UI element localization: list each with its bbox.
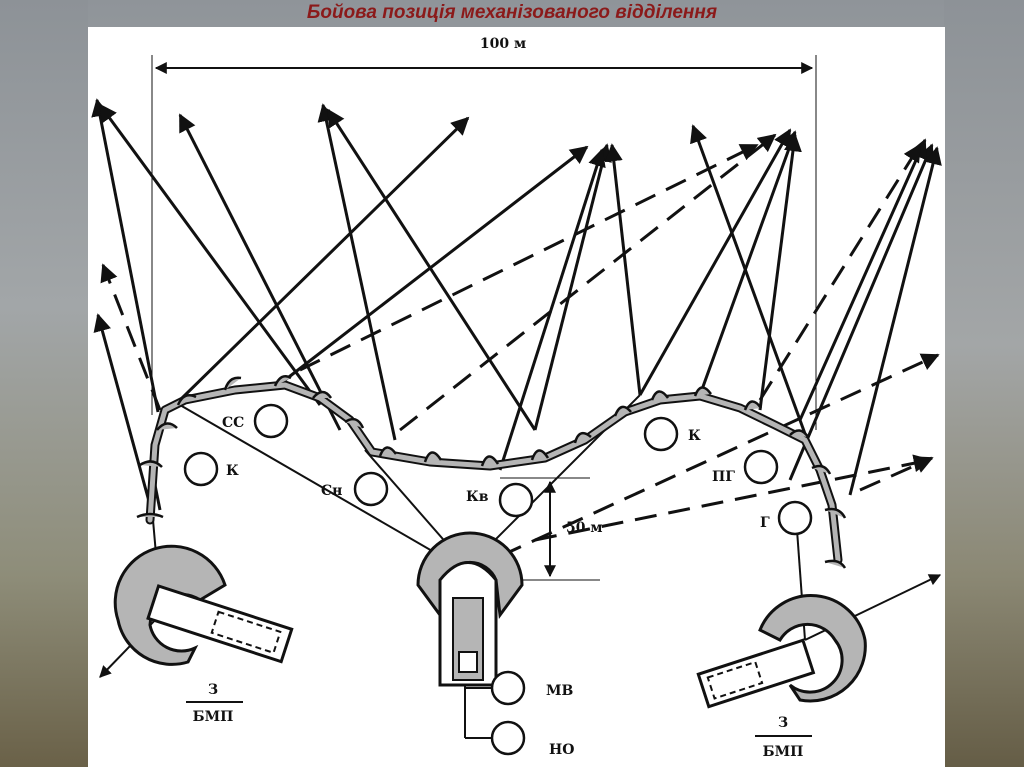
position-k-left-circle (183, 451, 219, 487)
crew-labels: СС К Сн Кв К ПГ Г МВ НО (222, 415, 770, 758)
label-pg: ПГ (712, 469, 735, 485)
position-kv-circle (498, 482, 534, 518)
bmp-right-denominator: БМП (763, 744, 804, 760)
label-mv: МВ (546, 683, 573, 699)
position-no-circle (490, 720, 526, 756)
position-sn-circle (353, 471, 389, 507)
position-pg-circle (743, 449, 779, 485)
label-kv: Кв (466, 489, 489, 505)
crew-positions (183, 403, 813, 756)
position-mv-circle (490, 670, 526, 706)
position-g-circle (777, 500, 813, 536)
depth-label: 50 м (566, 520, 603, 536)
width-dimension: 100 м (151, 36, 817, 430)
label-ss: СС (222, 415, 244, 431)
label-g: Г (760, 515, 770, 531)
bmp-center (416, 531, 524, 687)
background-right (944, 0, 1024, 767)
label-k-right: К (688, 428, 701, 444)
position-k-right-circle (643, 416, 679, 452)
trench-line (136, 375, 847, 569)
bmp-left-denominator: БМП (193, 709, 234, 725)
bmp-left (113, 544, 294, 666)
fire-sectors-solid (91, 98, 942, 511)
label-sn: Сн (321, 483, 342, 499)
bmp-right-numerator: З (778, 715, 788, 731)
bmp-right (696, 594, 867, 709)
label-no: НО (549, 742, 574, 758)
bmp-right-label: З БМП (755, 715, 812, 760)
bmp-left-label: З БМП (186, 682, 243, 725)
width-label: 100 м (480, 36, 526, 52)
position-ss-circle (253, 403, 289, 439)
bmp-left-numerator: З (208, 682, 218, 698)
diagram-title: Бойова позиція механізованого відділення (306, 2, 718, 23)
label-k-left: К (226, 463, 239, 479)
background-left (0, 0, 88, 767)
